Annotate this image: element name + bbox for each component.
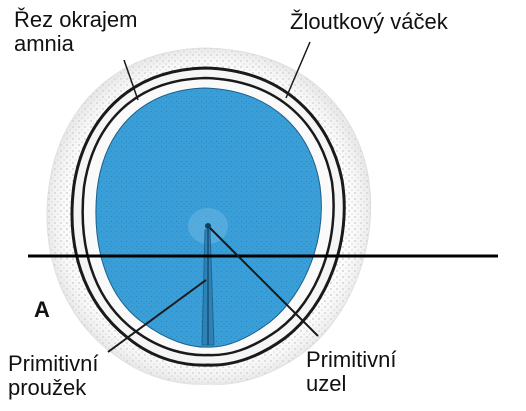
label-amnion-edge: Řez okrajem amnia: [14, 8, 137, 56]
label-yolk-sac: Žloutkový váček: [290, 10, 448, 34]
label-primitive-node: Primitivní uzel: [306, 348, 396, 396]
label-node-line1: Primitivní: [306, 348, 396, 372]
label-streak-line2: proužek: [8, 376, 98, 400]
label-amnion-line1: Řez okrajem: [14, 8, 137, 32]
label-streak-line1: Primitivní: [8, 352, 98, 376]
label-amnion-line2: amnia: [14, 32, 137, 56]
label-primitive-streak: Primitivní proužek: [8, 352, 98, 400]
label-node-line2: uzel: [306, 372, 396, 396]
panel-letter: A: [34, 298, 50, 322]
